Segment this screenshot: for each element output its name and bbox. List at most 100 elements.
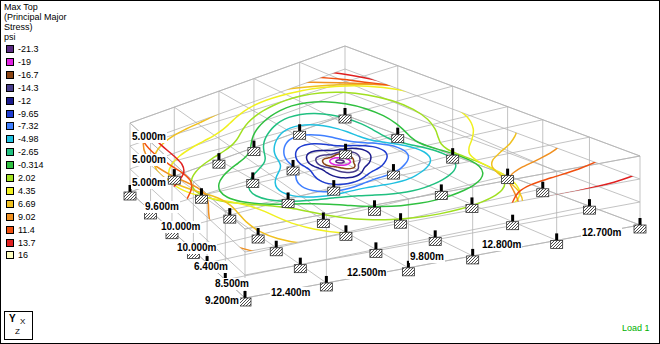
axis-label: Y [9, 313, 16, 325]
legend-swatch [6, 122, 14, 130]
grid-line [345, 115, 640, 225]
column-stub [275, 241, 278, 248]
grid-group [130, 46, 640, 298]
column-stub [325, 276, 328, 283]
dimension-label: 5.000m [131, 131, 167, 143]
support-base [328, 187, 340, 195]
support-symbol [395, 213, 407, 228]
support-base [340, 232, 352, 240]
support-base [537, 189, 549, 197]
column-stub [511, 215, 514, 222]
contour-line [139, 76, 614, 264]
support-base [429, 237, 441, 245]
unit-label: psi [4, 32, 16, 42]
legend-entry: 11.4 [5, 224, 65, 236]
support-base [467, 256, 479, 264]
legend-text: 9.02 [18, 211, 36, 223]
column-stub [344, 225, 347, 232]
support-symbol [282, 192, 294, 207]
support-base [551, 240, 563, 248]
dimension-label: 10.000m [176, 242, 217, 254]
support-base [369, 207, 381, 215]
support-symbol [340, 144, 352, 159]
legend-swatch [6, 174, 14, 182]
support-symbol [340, 225, 352, 240]
legend-swatch [6, 97, 14, 105]
legend-text: 11.4 [18, 224, 35, 236]
support-symbol [551, 233, 563, 248]
support-base [270, 248, 282, 256]
legend-swatch [6, 135, 14, 143]
support-base [287, 167, 299, 175]
legend-swatch [6, 213, 14, 221]
support-base [248, 148, 260, 156]
legend-swatch [6, 187, 14, 195]
grid-line [345, 92, 640, 202]
legend-text: 2.02 [18, 172, 36, 184]
column-stub [173, 169, 176, 176]
grid-line [130, 92, 345, 169]
legend-text: -4.98 [18, 133, 39, 145]
column-stub [392, 164, 395, 171]
column-stub [252, 141, 255, 148]
column-stub [434, 230, 437, 237]
legend-title: Max Top (Principal Major Stress) [4, 2, 76, 32]
dimension-label: 5.000m [131, 154, 167, 166]
support-symbol [402, 261, 414, 276]
support-base [239, 298, 251, 306]
grid-line [130, 169, 245, 275]
grid-line [193, 181, 194, 250]
grid-line [507, 107, 508, 176]
support-base [447, 155, 459, 163]
grid-line [345, 46, 346, 115]
support-base [320, 283, 332, 291]
grid-line [130, 115, 345, 192]
support-symbol [435, 184, 447, 199]
support-symbol [387, 164, 399, 179]
support-base [168, 176, 180, 184]
dimension-label: 10.000m [160, 221, 201, 233]
support-base [466, 204, 478, 212]
legend-entry: -19 [5, 56, 65, 68]
legend-text: -21.3 [18, 43, 39, 55]
legend-entry: 4.35 [5, 185, 65, 197]
support-symbol [287, 160, 299, 175]
legend-swatch [6, 161, 14, 169]
column-stub [399, 213, 402, 220]
legend-text: 13.7 [18, 237, 36, 249]
legend-entry: -4.98 [5, 133, 65, 145]
grid-line [130, 46, 345, 123]
column-stub [228, 208, 231, 215]
support-symbol [213, 153, 225, 168]
legend-swatch [6, 200, 14, 208]
legend-text: 6.69 [18, 198, 36, 210]
legend-entry: 2.02 [5, 172, 65, 184]
legend-text: 4.35 [18, 185, 36, 197]
support-base [247, 179, 259, 187]
support-symbol [502, 169, 514, 184]
support-base [294, 265, 306, 273]
column-stub [287, 192, 290, 199]
dimension-label: 6.400m [193, 261, 229, 273]
support-symbol [294, 258, 306, 273]
column-stub [373, 200, 376, 207]
column-stub [299, 258, 302, 265]
support-symbol [195, 188, 207, 203]
legend-swatch [6, 239, 14, 247]
support-symbol [392, 128, 404, 143]
grid-line [225, 137, 589, 211]
column-stub [257, 228, 260, 235]
support-symbol [320, 276, 332, 291]
contour-line [296, 144, 388, 185]
grid-line [542, 120, 543, 189]
legend-swatch [6, 58, 14, 66]
legend-swatch [6, 84, 14, 92]
legend-text: -12 [18, 95, 31, 107]
support-symbol [239, 291, 251, 306]
support-symbol [467, 249, 479, 264]
column-stub [344, 108, 347, 115]
contour-line [154, 84, 523, 246]
contour-line [143, 82, 566, 257]
dimension-label: 12.800m [481, 239, 522, 251]
